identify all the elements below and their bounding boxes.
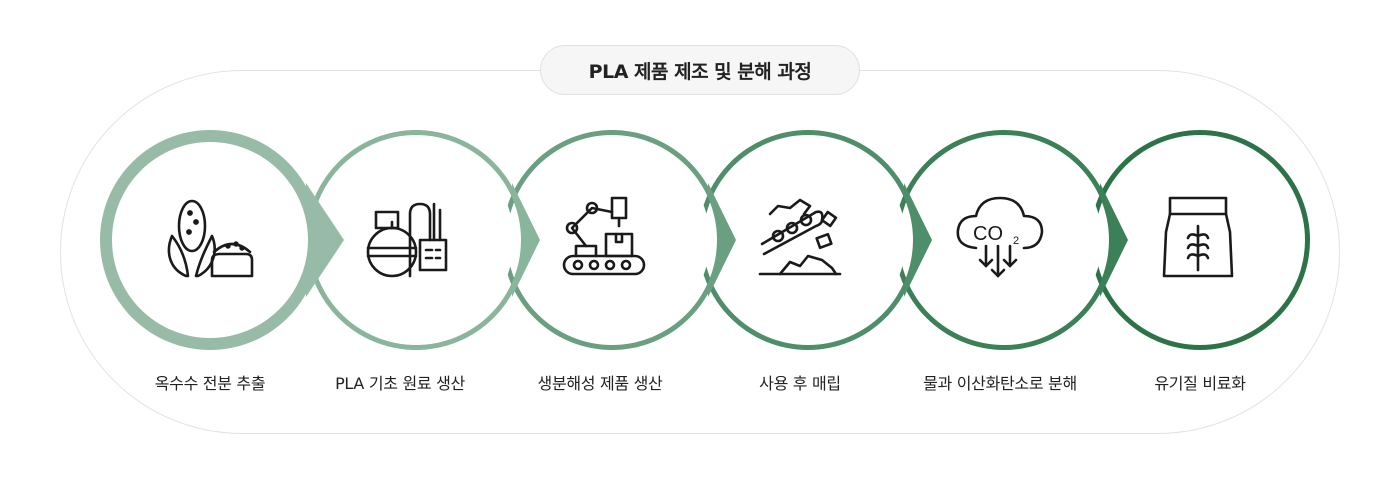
landfill-conveyor-icon (758, 198, 842, 276)
fertilizer-bag-icon (1162, 196, 1234, 278)
refinery-icon (366, 202, 448, 278)
step-label-1: 옥수수 전분 추출 (154, 374, 266, 393)
step-label-4: 사용 후 매립 (759, 374, 841, 393)
step-label-2: PLA 기초 원료 생산 (335, 374, 465, 393)
co2-cloud-icon (956, 196, 1044, 278)
co2-subscript: 2 (1013, 235, 1019, 247)
step-label-3: 생분해성 제품 생산 (537, 374, 663, 393)
robot-arm-conveyor-icon (562, 196, 646, 276)
step-label-5: 물과 이산화탄소로 분해 (923, 374, 1077, 393)
co2-text: CO (973, 223, 1003, 245)
step-label-6: 유기질 비료화 (1154, 374, 1246, 393)
corn-starch-icon (167, 199, 254, 278)
diagram-title-pill: PLA 제품 제조 및 분해 과정 (540, 45, 860, 95)
diagram-title: PLA 제품 제조 및 분해 과정 (588, 60, 812, 83)
